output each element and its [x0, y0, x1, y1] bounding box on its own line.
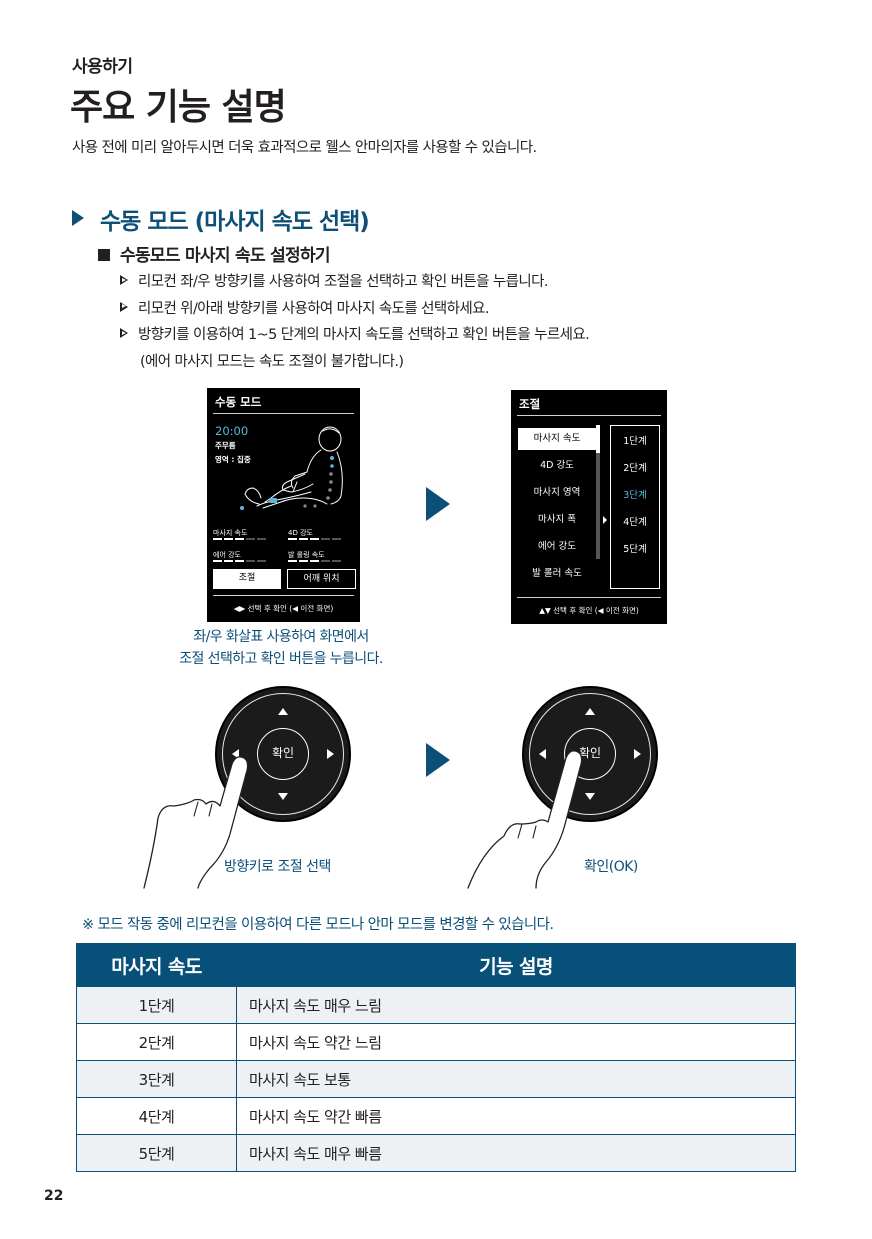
hollow-triangle-icon — [120, 328, 128, 338]
hollow-triangle-icon — [120, 301, 128, 312]
square-bullet-icon — [98, 249, 110, 261]
up-arrow-icon[interactable] — [278, 708, 288, 715]
table-header-row: 마사지 속도 기능 설명 — [76, 943, 796, 987]
table-row: 2단계 마사지 속도 약간 느림 — [76, 1023, 796, 1061]
mode-subheading-text: 수동모드 마사지 속도 설정하기 — [120, 246, 331, 266]
page-title: 주요 기능 설명 — [70, 87, 287, 128]
left-arrow-icon[interactable] — [232, 749, 239, 759]
left-arrow-icon[interactable] — [539, 749, 546, 759]
level-item[interactable]: 2단계 — [623, 463, 647, 474]
page-number: 22 — [44, 1188, 64, 1204]
desc-cell: 마사지 속도 약간 빠름 — [236, 1097, 796, 1135]
mode-subheading: 수동모드 마사지 속도 설정하기 — [98, 241, 331, 266]
page-intro: 사용 전에 미리 알아두시면 더욱 효과적으로 웰스 안마의자를 사용할 수 있… — [72, 140, 537, 156]
mode-heading-text: 수동 모드 (마사지 속도 선택) — [100, 209, 370, 235]
level-item[interactable]: 4단계 — [623, 517, 647, 528]
program-name: 주무름 — [215, 441, 236, 450]
remote-caption-left: 방향키로 조절 선택 — [224, 859, 331, 875]
step-item: 리모컨 위/아래 방향키를 사용하여 마사지 속도를 선택하세요. — [120, 296, 589, 323]
label-foot-rolling-speed: 발 롤링 속도 — [288, 551, 325, 559]
level-item-selected[interactable]: 3단계 — [623, 490, 647, 501]
4d-intensity-bar — [288, 538, 343, 540]
menu-item-foot-roller-speed[interactable]: 발 롤러 속도 — [532, 568, 582, 579]
divider — [213, 595, 354, 596]
area-label: 영역 : 집중 — [215, 455, 251, 464]
screen-title: 조절 — [519, 397, 541, 411]
menu-item-air-intensity[interactable]: 에어 강도 — [538, 541, 576, 552]
step-item: 리모컨 좌/우 방향키를 사용하여 조절을 선택하고 확인 버튼을 누릅니다. — [120, 269, 589, 296]
pressing-hand-icon — [467, 750, 583, 889]
menu-item-massage-speed[interactable]: 마사지 속도 — [518, 428, 596, 450]
shoulder-position-button[interactable]: 어깨 위치 — [287, 569, 356, 589]
divider — [213, 413, 354, 414]
right-arrow-icon[interactable] — [634, 749, 641, 759]
column-header: 마사지 속도 — [76, 943, 237, 987]
adjust-button[interactable]: 조절 — [213, 569, 281, 589]
remote-caption-right: 확인(OK) — [584, 859, 638, 875]
menu-item-massage-width[interactable]: 마사지 폭 — [538, 514, 576, 525]
step-note: (에어 마사지 모드는 속도 조절이 불가합니다.) — [140, 353, 404, 370]
up-arrow-icon[interactable] — [585, 708, 595, 715]
level-list: 1단계 2단계 3단계 4단계 5단계 — [610, 425, 660, 589]
massage-chair-figure-icon — [240, 426, 343, 510]
ok-button[interactable]: 확인 — [564, 728, 616, 780]
speed-spec-table: 마사지 속도 기능 설명 1단계 마사지 속도 매우 느림 2단계 마사지 속도… — [76, 943, 796, 1172]
adjust-screen: 조절 마사지 속도 4D 강도 마사지 영역 마사지 폭 에어 강도 발 롤러 … — [511, 390, 667, 624]
desc-cell: 마사지 속도 약간 느림 — [236, 1023, 796, 1061]
divider — [517, 415, 661, 416]
screen-footer-hint: ▲▼ 선택 후 확인 (◀ 이전 화면) — [539, 606, 639, 615]
next-step-arrow-icon — [426, 487, 450, 521]
table-row: 1단계 마사지 속도 매우 느림 — [76, 986, 796, 1024]
level-cell: 5단계 — [76, 1134, 237, 1172]
pointing-hand-icon — [143, 756, 249, 889]
step-list: 리모컨 좌/우 방향키를 사용하여 조절을 선택하고 확인 버튼을 누릅니다. … — [120, 269, 590, 375]
level-item[interactable]: 5단계 — [623, 544, 647, 555]
pointer-right-icon — [603, 516, 607, 524]
label-4d-intensity: 4D 강도 — [288, 529, 313, 537]
screen-caption: 좌/우 화살표 사용하여 화면에서 조절 선택하고 확인 버튼을 누릅니다. — [179, 629, 383, 667]
massage-speed-bar — [213, 538, 268, 540]
screen-title: 수동 모드 — [215, 395, 262, 409]
mode-heading: 수동 모드 (마사지 속도 선택) — [72, 202, 370, 236]
foot-rolling-bar — [288, 560, 343, 562]
down-arrow-icon[interactable] — [585, 793, 595, 800]
mode-change-note: ※ 모드 작동 중에 리모컨을 이용하여 다른 모드나 안마 모드를 변경할 수… — [82, 917, 554, 933]
column-header: 기능 설명 — [236, 943, 796, 987]
triangle-bullet-icon — [72, 210, 84, 226]
ok-button[interactable]: 확인 — [257, 728, 309, 780]
table-row: 4단계 마사지 속도 약간 빠름 — [76, 1097, 796, 1135]
hollow-triangle-icon — [120, 275, 128, 285]
desc-cell: 마사지 속도 매우 빠름 — [236, 1134, 796, 1172]
table-row: 3단계 마사지 속도 보통 — [76, 1060, 796, 1098]
menu-scrollbar[interactable] — [596, 425, 600, 559]
label-air-intensity: 에어 강도 — [213, 551, 241, 559]
level-cell: 3단계 — [76, 1060, 237, 1098]
desc-cell: 마사지 속도 보통 — [236, 1060, 796, 1098]
level-cell: 4단계 — [76, 1097, 237, 1135]
down-arrow-icon[interactable] — [278, 793, 288, 800]
air-intensity-bar — [213, 560, 268, 562]
level-cell: 2단계 — [76, 1023, 237, 1061]
label-massage-speed: 마사지 속도 — [213, 529, 248, 537]
menu-item-massage-area[interactable]: 마사지 영역 — [533, 487, 581, 498]
next-step-arrow-icon — [426, 743, 450, 777]
level-item[interactable]: 1단계 — [623, 436, 647, 447]
screen-footer-hint: ◀▶ 선택 후 확인 (◀ 이전 화면) — [233, 604, 334, 613]
section-label: 사용하기 — [72, 57, 133, 77]
menu-item-4d-intensity[interactable]: 4D 강도 — [540, 460, 574, 471]
remote-dpad-right: 확인 — [522, 686, 658, 822]
manual-mode-screen: 수동 모드 20:00 주무름 영역 : 집중 — [207, 388, 360, 622]
divider — [517, 597, 661, 598]
table-row: 5단계 마사지 속도 매우 빠름 — [76, 1134, 796, 1172]
step-item: 방향키를 이용하여 1~5 단계의 마사지 속도를 선택하고 확인 버튼을 누르… — [120, 322, 590, 349]
right-arrow-icon[interactable] — [327, 749, 334, 759]
desc-cell: 마사지 속도 매우 느림 — [236, 986, 796, 1024]
level-cell: 1단계 — [76, 986, 237, 1024]
timer: 20:00 — [215, 424, 249, 438]
